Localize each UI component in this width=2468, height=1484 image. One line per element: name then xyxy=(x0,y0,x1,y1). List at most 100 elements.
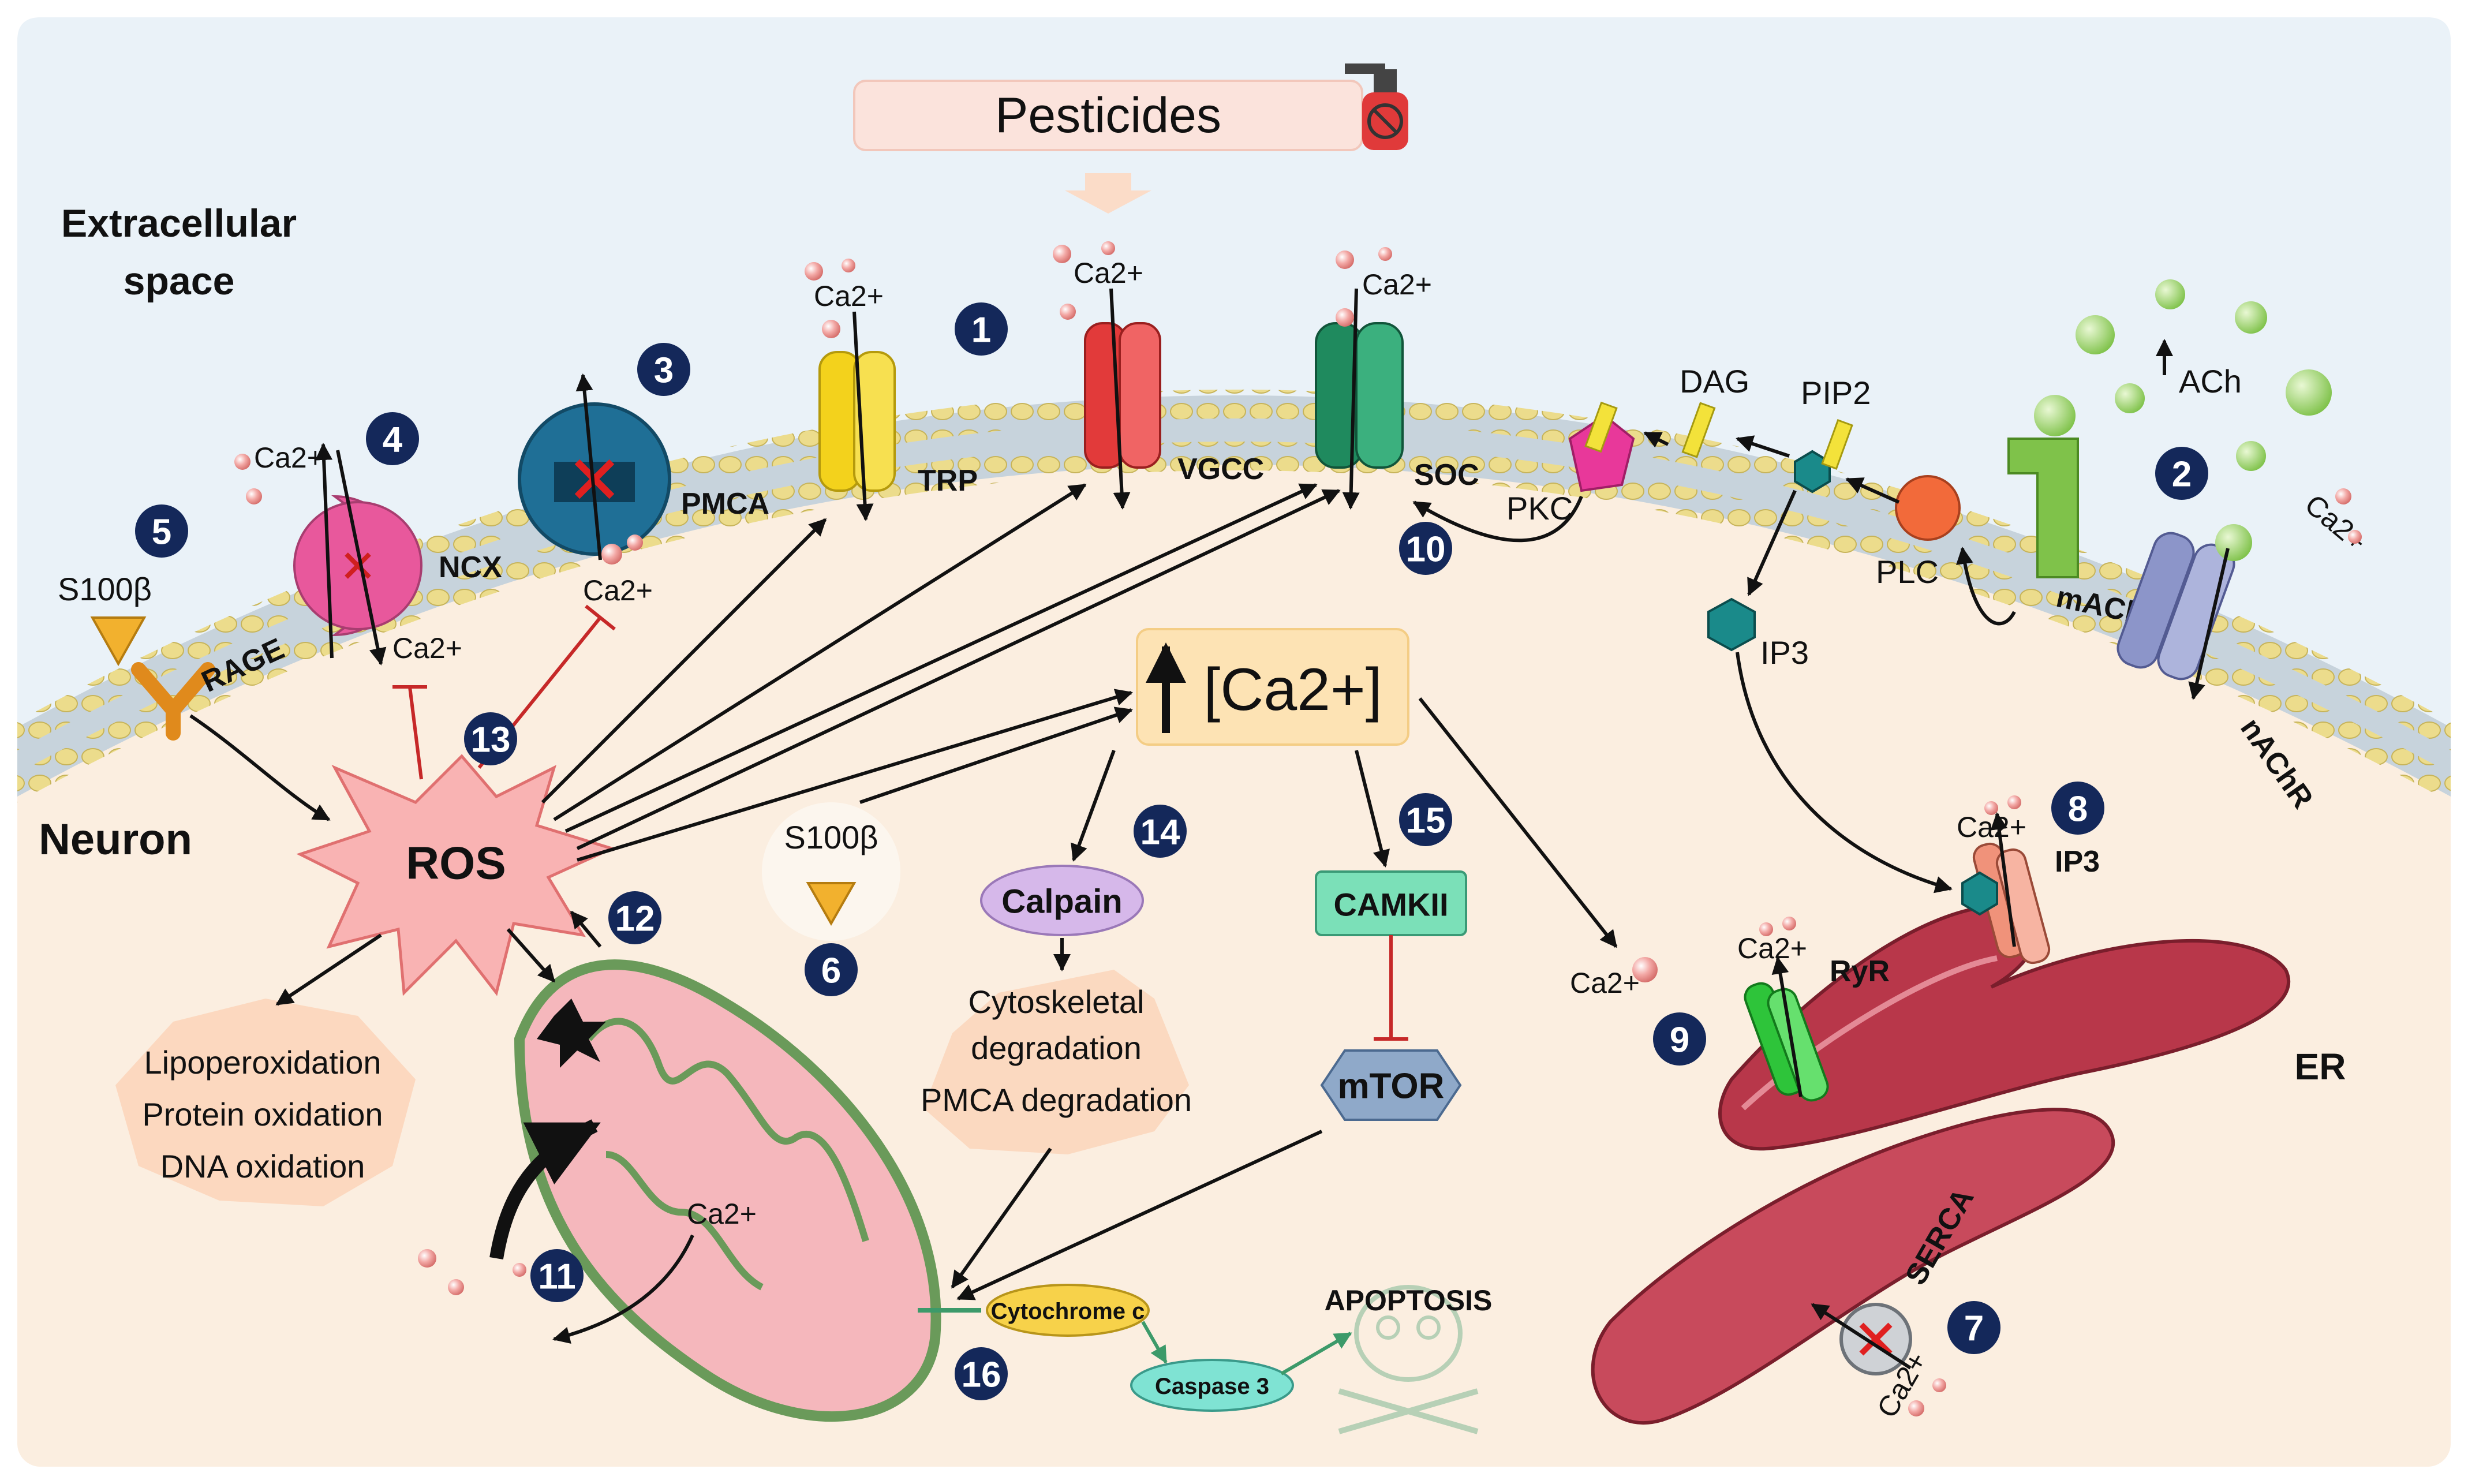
step-badge-15: 15 xyxy=(1399,793,1452,846)
spray-bottle-icon xyxy=(1345,63,1408,150)
svg-text:3: 3 xyxy=(654,351,674,391)
apoptosis-node: APOPTOSIS xyxy=(1325,1284,1493,1434)
ip3-molecule: IP3 xyxy=(1707,597,1809,671)
ncx-label: NCX xyxy=(439,551,502,584)
pkc-label: PKC xyxy=(1506,490,1573,526)
svg-text:15: 15 xyxy=(1406,801,1446,841)
step-badge-14: 14 xyxy=(1134,805,1187,858)
dag-label: DAG xyxy=(1680,363,1749,399)
er-label: ER xyxy=(2295,1046,2346,1087)
caspase-3-label: Caspase 3 xyxy=(1155,1374,1269,1399)
blocked-x-icon xyxy=(345,552,371,579)
extracellular-label: Extracellular xyxy=(61,201,297,245)
ca-level-label: [Ca2+] xyxy=(1203,656,1382,723)
plc-label: PLC xyxy=(1876,554,1939,590)
effect-text: Lipoperoxidation xyxy=(144,1044,382,1081)
ip3r-label: IP3 xyxy=(2055,845,2100,879)
camkii-label: CAMKII xyxy=(1333,887,1448,923)
ca-ion-label: Ca2+ xyxy=(1362,268,1432,301)
influx-arrow-icon xyxy=(489,1119,601,1259)
svg-text:10: 10 xyxy=(1406,530,1446,570)
svg-text:13: 13 xyxy=(471,720,511,760)
caspase-3-node: Caspase 3 xyxy=(1130,1359,1294,1412)
skull-icon xyxy=(1338,1285,1479,1434)
ach-label: ACh xyxy=(2179,363,2242,399)
step-badge-12: 12 xyxy=(608,891,661,944)
ros-label: ROS xyxy=(406,838,506,889)
pkc-protein: PKC xyxy=(1506,401,1635,526)
ca-ion-label: Ca2+ xyxy=(1570,967,1640,999)
step-badge-4: 4 xyxy=(366,412,419,465)
calcium-level-box: [Ca2+] xyxy=(1136,628,1409,746)
pesticides-label: Pesticides xyxy=(995,88,1221,143)
svg-text:2: 2 xyxy=(2172,455,2192,495)
mtor-node: mTOR xyxy=(1320,1049,1462,1121)
ncx-exchanger: NCX Ca2+ Ca2+ xyxy=(254,442,502,666)
cytochrome-c-label: Cytochrome c xyxy=(991,1299,1145,1324)
camkii-node: CAMKII xyxy=(1315,870,1467,936)
svg-text:11: 11 xyxy=(538,1257,576,1297)
svg-text:4: 4 xyxy=(383,420,403,460)
effect-text: Cytoskeletal xyxy=(968,984,1144,1020)
vgcc-label: VGCC xyxy=(1177,453,1264,486)
blocked-x-icon xyxy=(1859,1322,1893,1356)
svg-text:5: 5 xyxy=(152,513,171,552)
ryr-channel: RyR Ca2+ Ca2+ xyxy=(1570,932,1890,1102)
s100b-intracellular: S100β xyxy=(762,802,900,941)
apoptosis-label: APOPTOSIS xyxy=(1325,1284,1493,1317)
down-arrow-icon xyxy=(1065,173,1151,214)
soc-channel: SOC Ca2+ xyxy=(1315,268,1479,510)
inhibition-lines xyxy=(392,604,1408,1041)
ca-ion-label: Ca2+ xyxy=(1957,811,2026,843)
trp-label: TRP xyxy=(918,464,978,498)
ca-ion-label: Ca2+ xyxy=(687,1198,757,1230)
calcium-beads xyxy=(234,241,2362,1416)
ryr-label: RyR xyxy=(1830,955,1890,988)
svg-text:12: 12 xyxy=(615,899,655,939)
pip2-lipid: PIP2 xyxy=(1794,375,1871,494)
mitochondrion: Ca2+ xyxy=(514,959,941,1422)
pip2-label: PIP2 xyxy=(1801,375,1871,411)
calpain-label: Calpain xyxy=(1001,883,1123,921)
ca-ion-label: Ca2+ xyxy=(254,442,324,474)
svg-text:9: 9 xyxy=(1670,1021,1689,1060)
ip3-receptor: IP3 Ca2+ xyxy=(1957,811,2100,965)
damage-burst-icon xyxy=(537,999,606,1068)
step-badge-1: 1 xyxy=(955,302,1008,356)
vgcc-channel: VGCC Ca2+ xyxy=(1074,257,1264,510)
svg-text:8: 8 xyxy=(2068,790,2088,829)
ach-molecules: ACh xyxy=(2076,279,2332,471)
step-badge-2: 2 xyxy=(2155,447,2208,500)
blocked-x-icon xyxy=(574,459,615,499)
mtor-label: mTOR xyxy=(1338,1067,1445,1107)
pathway-arrows xyxy=(189,431,2016,1375)
calpain-effects: Cytoskeletal degradation PMCA degradatio… xyxy=(921,970,1192,1154)
effect-text: degradation xyxy=(971,1030,1142,1066)
ca-ion-label: Ca2+ xyxy=(1074,257,1143,289)
svg-text:1: 1 xyxy=(971,311,991,350)
ros-burst: ROS xyxy=(296,754,616,996)
svg-text:16: 16 xyxy=(962,1355,1001,1395)
ca-ion-label: Ca2+ xyxy=(1737,932,1807,965)
step-badge-7: 7 xyxy=(1947,1301,2000,1354)
pmca-pump: PMCA Ca2+ xyxy=(518,373,769,607)
effect-text: DNA oxidation xyxy=(160,1148,365,1184)
ros-effects: Lipoperoxidation Protein oxidation DNA o… xyxy=(115,999,416,1206)
step-badge-5: 5 xyxy=(135,504,188,558)
ip3-label: IP3 xyxy=(1760,634,1809,671)
step-badges: 1 2 3 4 5 6 7 8 9 10 11 12 13 14 15 16 xyxy=(135,302,2208,1400)
s100b-protein-icon xyxy=(90,616,147,667)
ca-ion-label: Ca2+ xyxy=(814,280,884,312)
step-badge-6: 6 xyxy=(805,943,858,996)
cytochrome-c-node: Cytochrome c xyxy=(986,1284,1150,1337)
svg-text:6: 6 xyxy=(821,951,841,991)
effect-text: PMCA degradation xyxy=(921,1082,1192,1118)
neuron-label: Neuron xyxy=(39,815,192,864)
pmca-label: PMCA xyxy=(681,487,769,521)
step-badge-10: 10 xyxy=(1399,522,1452,575)
calpain-node: Calpain xyxy=(980,865,1144,936)
dag-lipid: DAG xyxy=(1680,363,1749,458)
step-badge-8: 8 xyxy=(2051,782,2104,835)
step-badge-13: 13 xyxy=(464,712,517,765)
